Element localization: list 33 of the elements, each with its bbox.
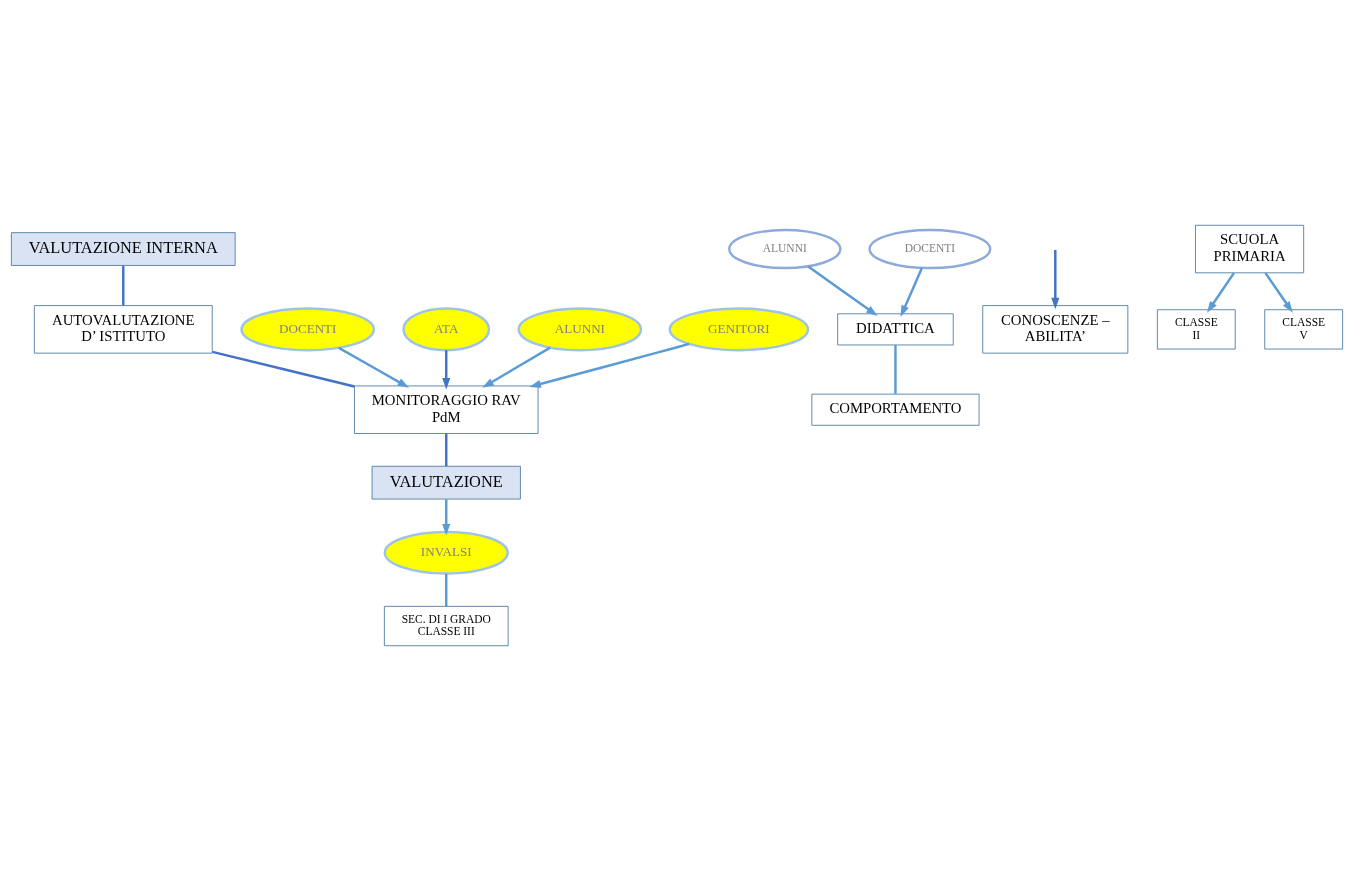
node-box: MONITORAGGIO RAV PdM (354, 385, 539, 434)
node-ellipse: ALUNNI (728, 228, 842, 269)
node-ellipse: DOCENTI (868, 228, 992, 269)
node-box: CLASSE V (1264, 308, 1343, 349)
arrow (529, 342, 690, 388)
connector (445, 433, 448, 466)
arrow (338, 346, 410, 388)
node-box: DIDATTICA (837, 312, 954, 345)
arrow (442, 498, 451, 535)
node-box: COMPORTAMENTO (811, 393, 980, 426)
node-box: CONOSCENZE – ABILITA’ (982, 304, 1129, 354)
node-box: CLASSE II (1156, 308, 1236, 349)
arrow (900, 267, 924, 317)
node-ellipse: ATA (402, 306, 491, 351)
arrow (1051, 249, 1060, 309)
connector (445, 573, 448, 606)
node-box: SEC. DI I GRADO CLASSE III (383, 605, 509, 646)
node-box: AUTOVALUTAZIONE D’ ISTITUTO (33, 304, 213, 354)
arrow (1264, 271, 1293, 313)
node-box: VALUTAZIONE INTERNA (11, 231, 236, 266)
arrow (1207, 271, 1236, 313)
arrow (807, 265, 878, 316)
connector (212, 350, 355, 388)
node-ellipse: INVALSI (383, 530, 509, 575)
connector (894, 344, 897, 394)
node-ellipse: GENITORI (668, 306, 810, 351)
arrow (442, 349, 451, 389)
connector (122, 265, 125, 305)
node-box: SCUOLA PRIMARIA (1195, 224, 1305, 273)
node-ellipse: ALUNNI (517, 306, 643, 351)
node-box: VALUTAZIONE (371, 465, 521, 499)
node-ellipse: DOCENTI (240, 306, 376, 351)
arrow (482, 346, 551, 388)
